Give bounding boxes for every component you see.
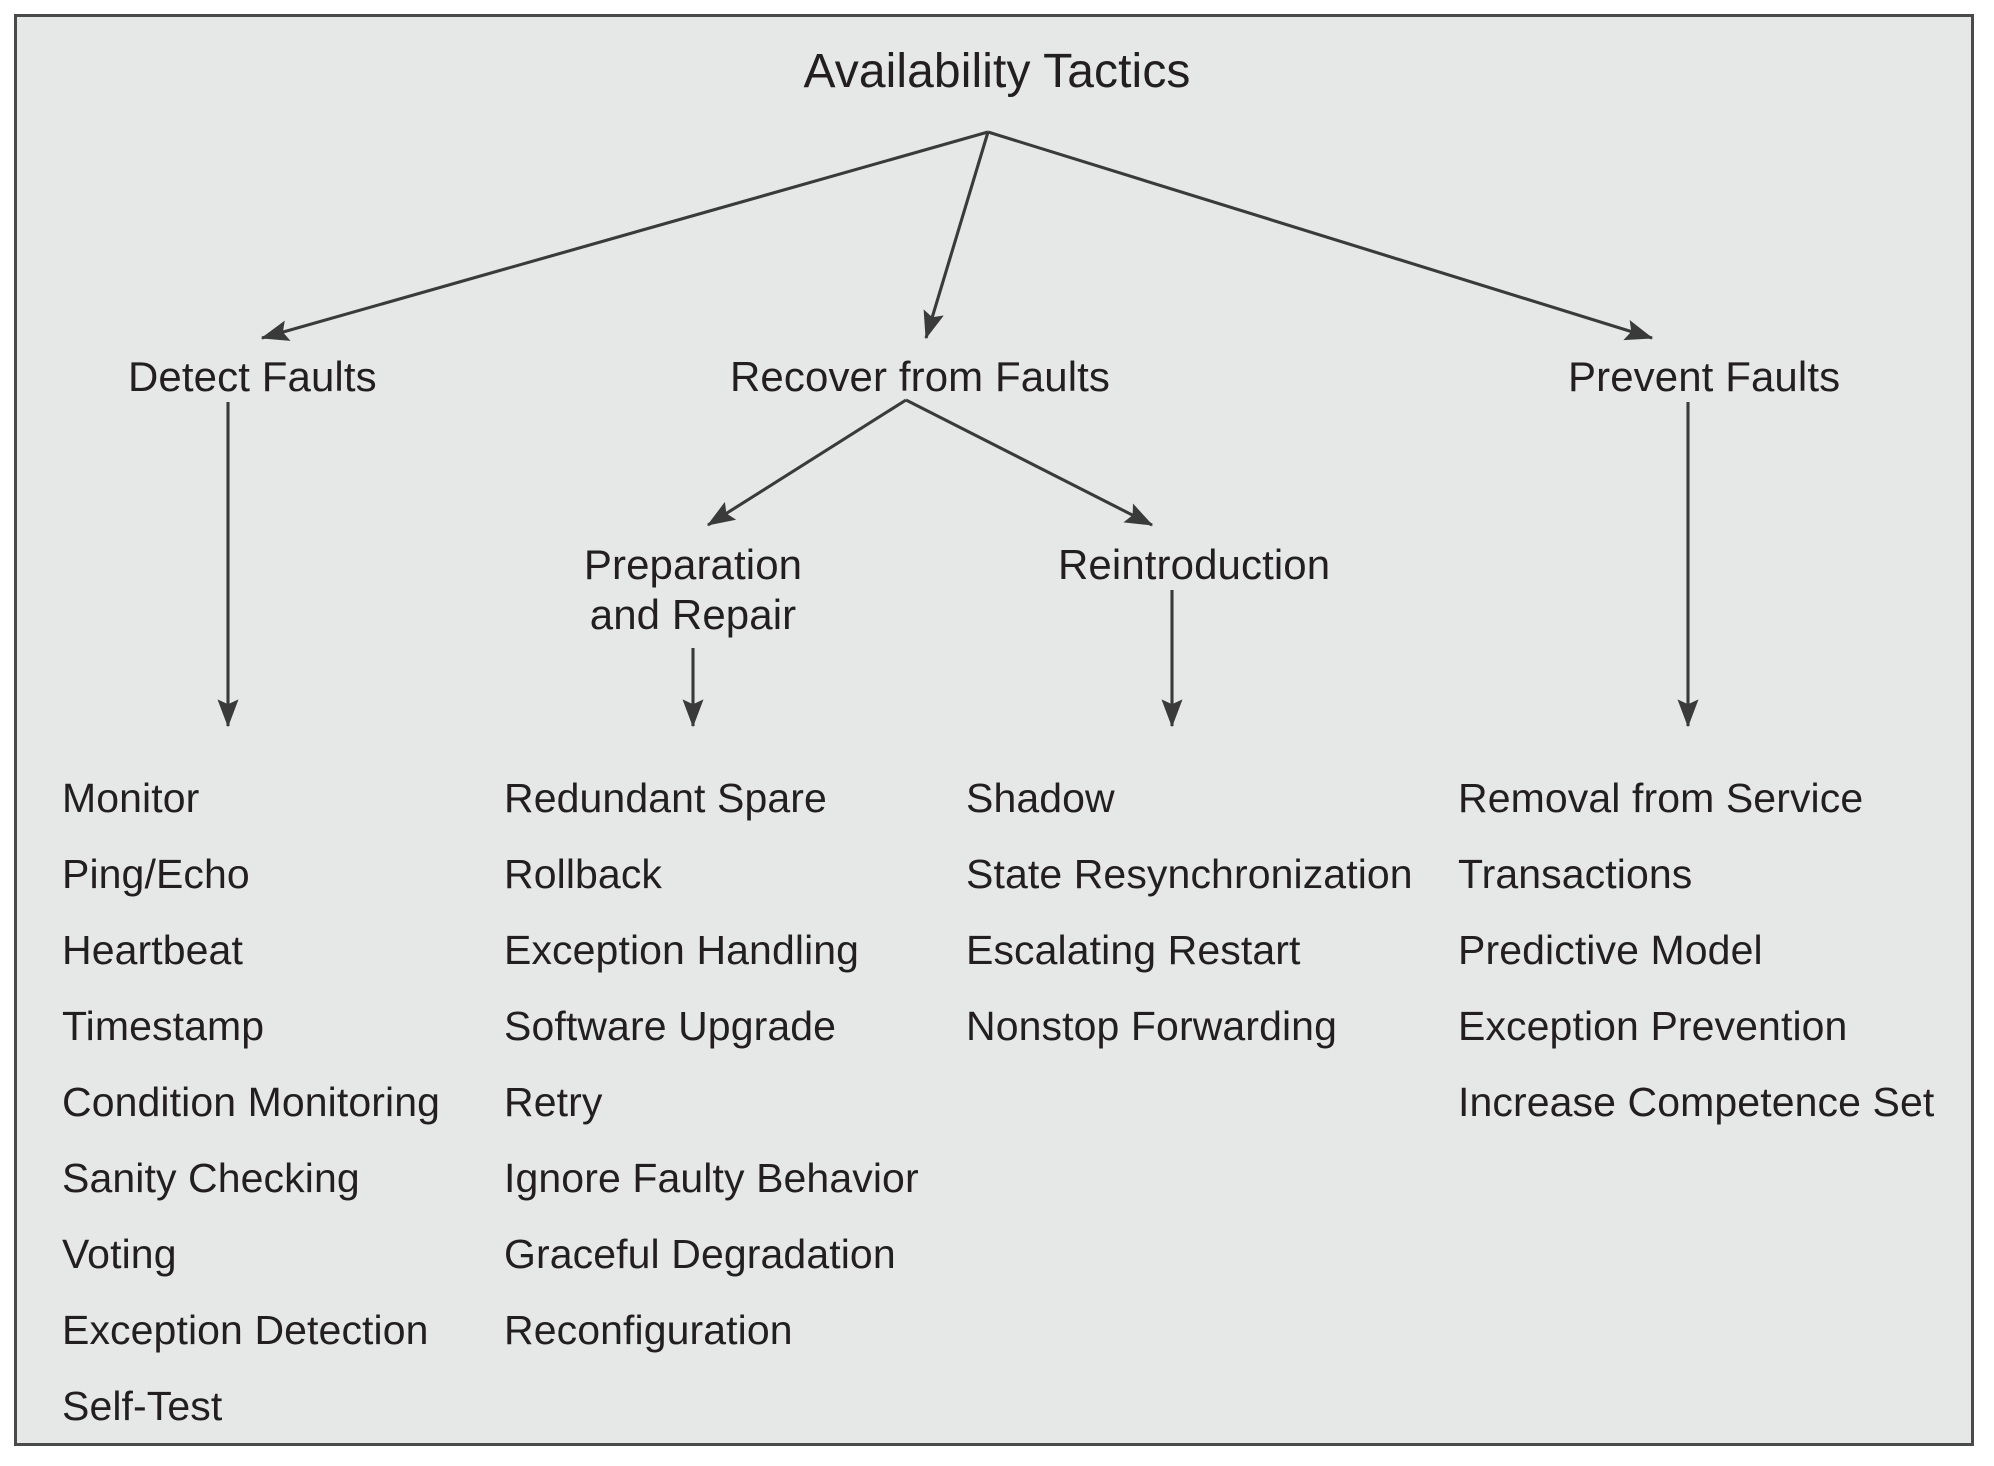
node-preparation-and-repair-line2: and Repair — [589, 591, 797, 638]
leaf-item: Shadow — [966, 775, 1115, 821]
leaf-item: Exception Handling — [504, 927, 860, 973]
node-detect-faults: Detect Faults — [128, 353, 377, 400]
node-prevent-faults: Prevent Faults — [1568, 353, 1841, 400]
leaf-item: Self-Test — [62, 1383, 223, 1429]
leaf-item: Increase Competence Set — [1458, 1079, 1935, 1125]
node-reintroduction: Reintroduction — [1058, 541, 1331, 588]
leaf-item: Exception Detection — [62, 1307, 429, 1353]
leaf-item: Graceful Degradation — [504, 1231, 896, 1277]
leaf-item: Heartbeat — [62, 927, 243, 973]
leaf-item: Monitor — [62, 775, 200, 821]
leaf-item: Rollback — [504, 851, 663, 897]
leaf-item: Redundant Spare — [504, 775, 827, 821]
leaf-item: Escalating Restart — [966, 927, 1301, 973]
leaf-item: Predictive Model — [1458, 927, 1763, 973]
node-preparation-and-repair-line1: Preparation — [583, 541, 803, 588]
leaf-item: Ignore Faulty Behavior — [504, 1155, 919, 1201]
page-title: Availability Tactics — [803, 45, 1191, 98]
leaf-item: Transactions — [1458, 851, 1693, 897]
leaf-item: Nonstop Forwarding — [966, 1003, 1337, 1049]
leaf-item: Software Upgrade — [504, 1003, 837, 1049]
leaf-item: Retry — [504, 1079, 603, 1125]
leaf-item: Voting — [62, 1231, 177, 1277]
leaf-item: Timestamp — [62, 1003, 265, 1049]
leaf-item: Reconfiguration — [504, 1307, 793, 1353]
leaf-item: Exception Prevention — [1458, 1003, 1848, 1049]
node-preparation-and-repair: Preparation and Repair — [533, 540, 853, 640]
leaf-item: Sanity Checking — [62, 1155, 360, 1201]
node-recover-from-faults: Recover from Faults — [730, 353, 1111, 400]
leaf-item: Condition Monitoring — [62, 1079, 441, 1125]
leaf-item: Removal from Service — [1458, 775, 1864, 821]
leaf-item: State Resynchronization — [966, 851, 1413, 897]
leaf-item: Ping/Echo — [62, 851, 250, 897]
